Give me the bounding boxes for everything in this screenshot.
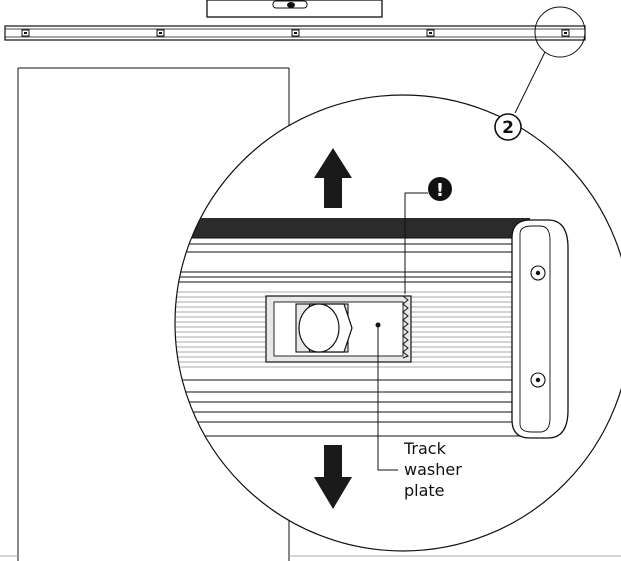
track-washer-plate [265, 295, 412, 363]
overview-track-bolt [291, 29, 300, 37]
leader-line [514, 51, 546, 114]
magnified-track [175, 218, 531, 437]
bolt-shaft [298, 303, 340, 353]
track-washer-plate-label: Track washer plate [377, 325, 462, 500]
track-end-cap [511, 219, 569, 439]
end-cap-screw [530, 372, 546, 388]
exclamation-icon [428, 177, 452, 201]
level-bracket [206, 0, 383, 18]
warning-glyph: ! [436, 180, 444, 201]
overview-track-bolt [156, 29, 165, 37]
detail-indicator-circle [534, 6, 586, 58]
label-line-1: Track [403, 439, 447, 458]
label-leader-line [377, 325, 398, 471]
overview-track [4, 25, 586, 41]
warning-leader-line [404, 192, 428, 294]
end-cap-screw [530, 265, 546, 281]
overview-track-bolt [21, 29, 30, 37]
step-number-callout: 2 [494, 113, 522, 141]
overview-track-bolt [426, 29, 435, 37]
arrow-up-icon [314, 148, 352, 208]
warning-callout: ! [404, 177, 452, 294]
overview-track-bolt [561, 29, 570, 37]
label-line-2: washer [404, 460, 462, 479]
step-number: 2 [502, 118, 514, 138]
arrow-down-icon [314, 445, 352, 509]
label-line-3: plate [404, 481, 445, 500]
